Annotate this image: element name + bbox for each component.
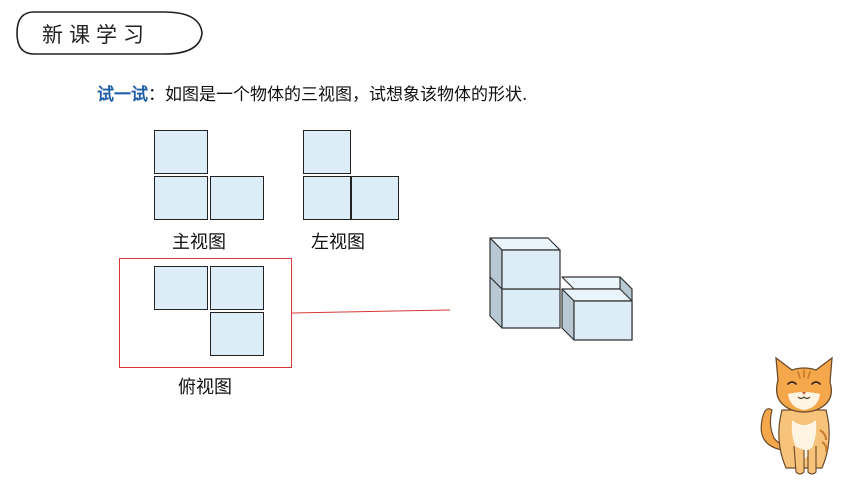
front-view-cell	[154, 130, 208, 174]
left-view	[303, 130, 401, 222]
prompt-keyword: 试一试	[97, 85, 148, 105]
prompt-text: 如图是一个物体的三视图，试想象该物体的形状.	[165, 85, 528, 105]
left-view-cell	[303, 130, 351, 174]
prompt-colon: ：	[148, 85, 165, 105]
cube-front-right	[561, 288, 633, 341]
top-view	[154, 266, 266, 358]
front-view-cell	[210, 176, 264, 220]
front-view-cell	[154, 176, 208, 220]
front-view-label: 主视图	[172, 232, 226, 253]
front-view	[154, 130, 266, 222]
cube-top-left	[489, 237, 561, 290]
top-view-cell	[210, 312, 264, 356]
section-badge-label: 新课学习	[42, 23, 150, 47]
cat-illustration	[760, 356, 833, 475]
left-view-cell	[303, 176, 351, 220]
section-badge: 新课学习	[14, 10, 203, 55]
top-view-cell	[154, 266, 208, 310]
top-view-highlight	[119, 258, 292, 368]
3d-object-illustration	[489, 237, 633, 341]
question-prompt: 试一试：如图是一个物体的三视图，试想象该物体的形状.	[97, 80, 527, 105]
top-view-label: 俯视图	[178, 377, 232, 398]
top-view-cell	[210, 266, 264, 310]
left-view-label: 左视图	[311, 232, 365, 253]
left-view-cell	[351, 176, 399, 220]
